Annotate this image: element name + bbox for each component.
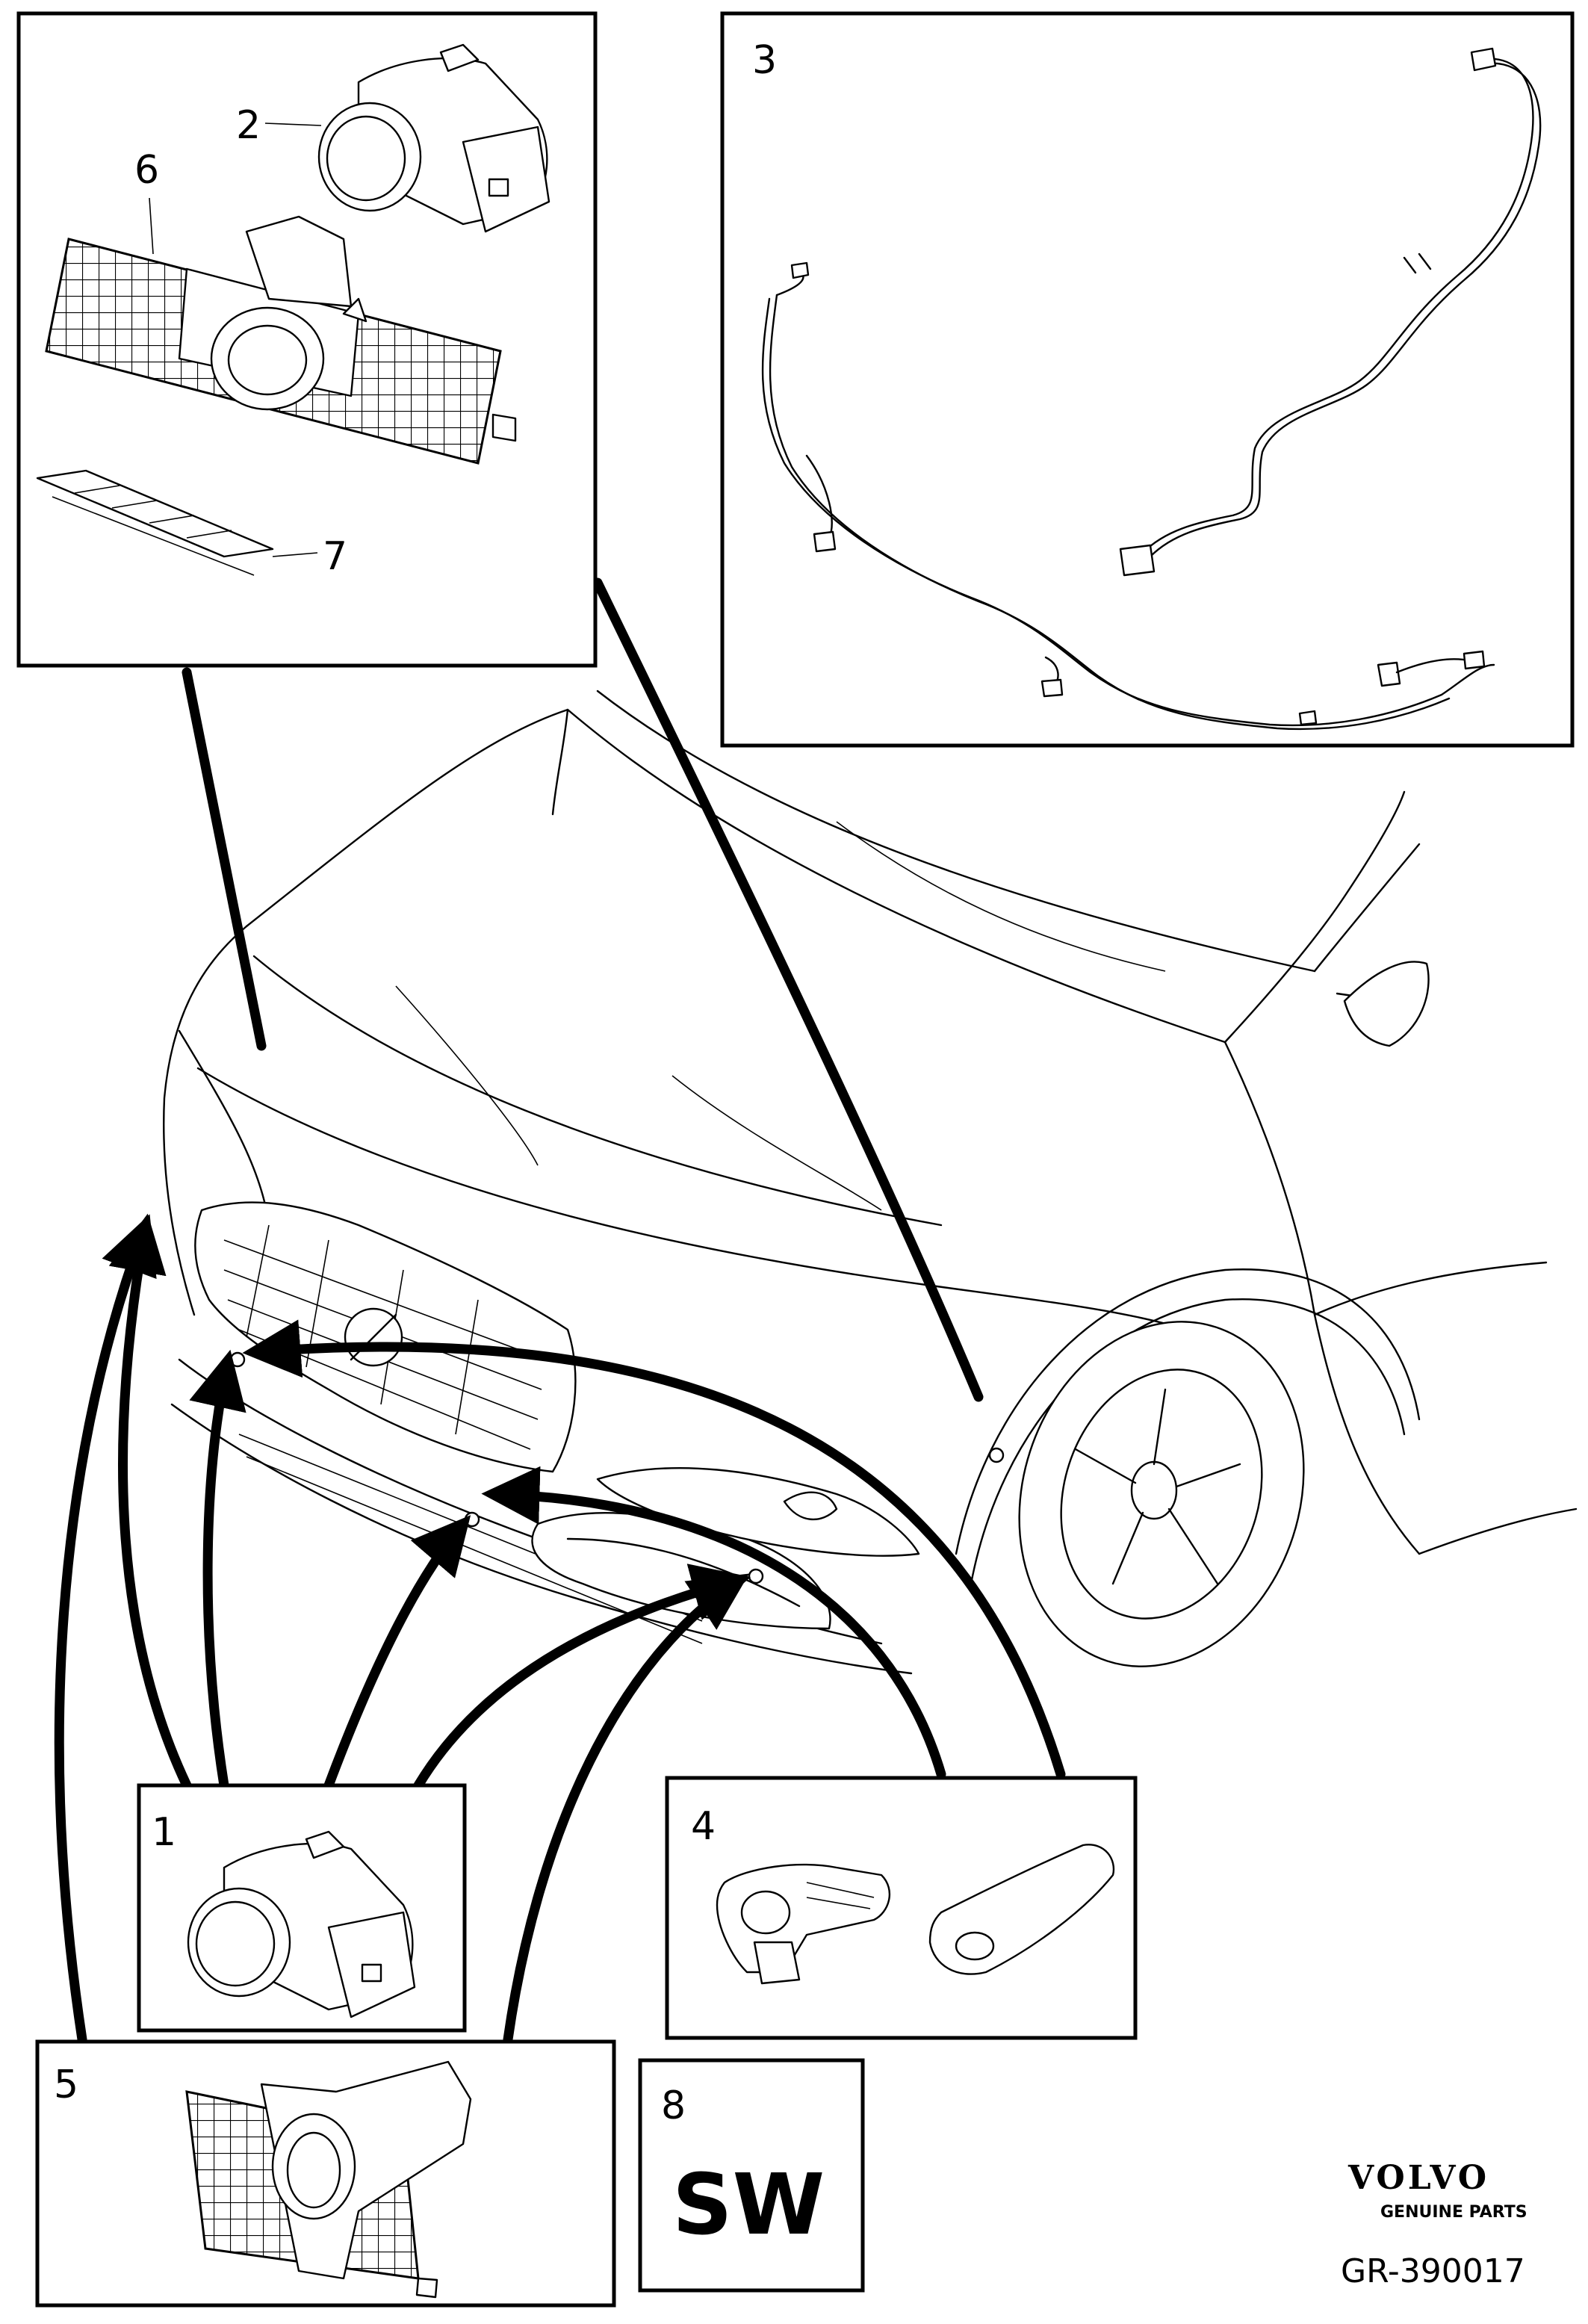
inset-frame xyxy=(638,2058,865,2293)
car-illustration xyxy=(163,690,1578,1675)
leader-lines xyxy=(54,577,1066,2045)
brand-name: VOLVO xyxy=(1347,2159,1489,2197)
left-headlamp-edge xyxy=(163,925,248,1316)
sensor-hole xyxy=(748,1568,764,1584)
brand-tagline: GENUINE PARTS xyxy=(1380,2203,1527,2222)
callout-3: 3 xyxy=(752,38,777,83)
sensor-hole xyxy=(229,1351,246,1368)
inset-clip-and-cover: 4 xyxy=(665,1776,1138,2040)
inset-wiring-harness: 3 xyxy=(720,11,1575,748)
brand-block: VOLVO GENUINE PARTS GR-390017 xyxy=(1341,2159,1527,2290)
inset-frame xyxy=(720,11,1575,748)
mounting-clip-icon xyxy=(716,1863,891,1985)
sensor-holder-icon xyxy=(45,215,517,465)
callout-4: 4 xyxy=(691,1804,716,1849)
callout-8: 8 xyxy=(661,2083,686,2128)
parking-sensor-icon xyxy=(317,43,550,233)
callout-2: 2 xyxy=(236,103,261,148)
sensor-holder-icon xyxy=(185,2060,472,2299)
sensor-hole xyxy=(988,1447,1005,1463)
callout-1: 1 xyxy=(152,1810,176,1855)
wiring-harness-icon xyxy=(761,47,1542,731)
callout-5: 5 xyxy=(54,2063,78,2107)
inset-sensor-and-holder: 2 6 7 xyxy=(16,11,598,668)
callout-6: 6 xyxy=(134,148,159,193)
reference-code: GR-390017 xyxy=(1341,2252,1525,2290)
inset-software: 8 SW xyxy=(638,2058,865,2293)
adhesive-pads-icon xyxy=(36,469,274,576)
side-mirror xyxy=(1343,961,1430,1047)
inset-parking-sensor: 1 xyxy=(137,1783,467,2033)
callout-7: 7 xyxy=(323,534,347,579)
parking-sensor-icon xyxy=(187,1830,416,2018)
inset-sensor-holder: 5 xyxy=(35,2039,616,2308)
bonnet-crease xyxy=(245,708,1226,1044)
software-label: SW xyxy=(672,2157,825,2254)
sensor-cover-icon xyxy=(928,1844,1115,1975)
